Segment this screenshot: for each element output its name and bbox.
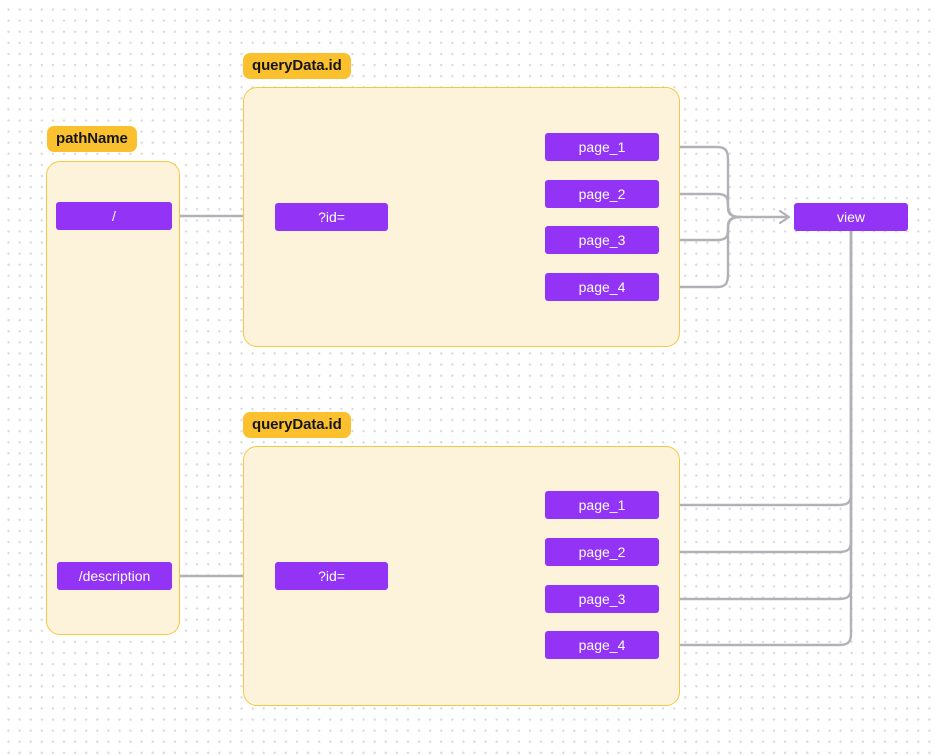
node-top-page-4[interactable]: page_4 (545, 273, 659, 301)
group-label-querydata-bottom[interactable]: queryData.id (243, 412, 351, 438)
node-description[interactable]: /description (57, 562, 172, 590)
group-label-pathname[interactable]: pathName (47, 126, 137, 152)
node-top-page-2[interactable]: page_2 (545, 180, 659, 208)
node-query-bottom[interactable]: ?id= (275, 562, 388, 590)
edge-view-to-bottom-pages (665, 229, 853, 653)
node-query-top[interactable]: ?id= (275, 203, 388, 231)
group-label-querydata-top[interactable]: queryData.id (243, 53, 351, 79)
node-view[interactable]: view (794, 203, 908, 231)
node-bottom-page-4[interactable]: page_4 (545, 631, 659, 659)
node-bottom-page-3[interactable]: page_3 (545, 585, 659, 613)
node-bottom-page-2[interactable]: page_2 (545, 538, 659, 566)
node-root[interactable]: / (56, 202, 172, 230)
node-top-page-3[interactable]: page_3 (545, 226, 659, 254)
group-pathname[interactable] (46, 161, 180, 635)
node-bottom-page-1[interactable]: page_1 (545, 491, 659, 519)
node-top-page-1[interactable]: page_1 (545, 133, 659, 161)
